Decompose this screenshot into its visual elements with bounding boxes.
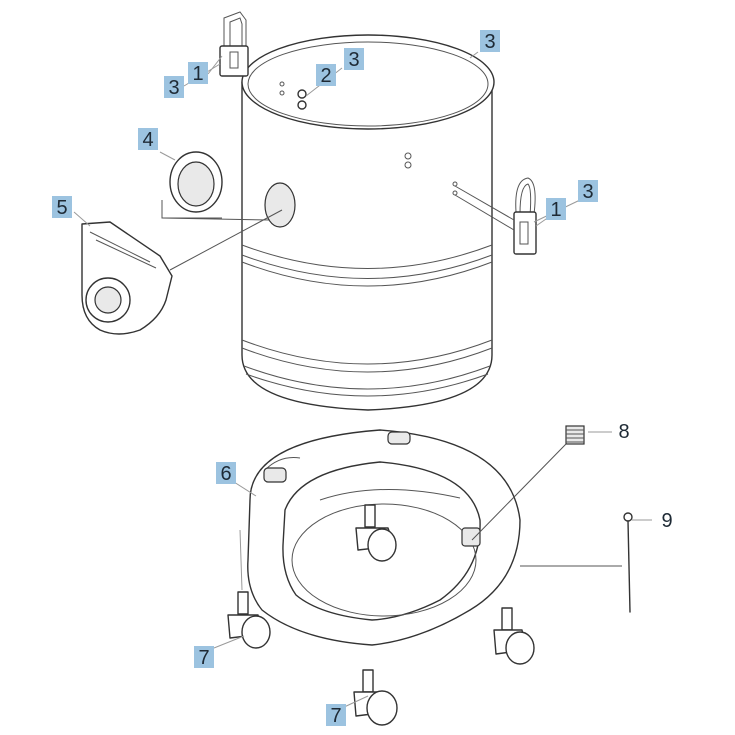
- callout-label: 3: [348, 49, 359, 71]
- callout-label: 3: [484, 31, 495, 53]
- drum: [241, 34, 495, 411]
- latch-left: [219, 11, 249, 77]
- callout-7-left: 7: [194, 646, 214, 669]
- callout-label: 6: [220, 463, 231, 485]
- callout-3-right: 3: [578, 180, 598, 203]
- callout-4: 4: [138, 128, 158, 151]
- callout-3-drum: 3: [480, 30, 500, 53]
- callout-label: 1: [192, 63, 203, 85]
- spring-part: [471, 425, 585, 541]
- callout-label: 7: [198, 647, 209, 669]
- caster-right: [493, 607, 535, 665]
- caster-front: [353, 669, 398, 726]
- inlet-ring: [161, 151, 271, 221]
- callout-label: 3: [582, 181, 593, 203]
- callout-label: 7: [330, 705, 341, 727]
- callout-label: 4: [142, 129, 153, 151]
- callout-2: 2: [316, 64, 336, 87]
- callout-3-top: 3: [344, 48, 364, 71]
- callout-label: 1: [550, 199, 561, 221]
- callout-7-front: 7: [326, 704, 346, 727]
- callout-5: 5: [52, 196, 72, 219]
- washer-part: [297, 89, 307, 110]
- caster-left: [227, 591, 271, 649]
- callout-8: 8: [618, 421, 629, 443]
- latch-right: [454, 177, 537, 255]
- callout-6: 6: [216, 462, 236, 485]
- callout-1-right: 1: [546, 198, 566, 221]
- callout-label: 5: [56, 197, 67, 219]
- callout-9: 9: [661, 510, 672, 532]
- caster-inner: [355, 504, 397, 562]
- callout-1-left: 1: [188, 62, 208, 85]
- callout-label: 2: [320, 65, 331, 87]
- cable-tie: [520, 512, 633, 613]
- callout-label: 8: [618, 421, 629, 443]
- inlet-cover: [81, 209, 283, 335]
- callout-label: 9: [661, 510, 672, 532]
- callout-label: 3: [168, 77, 179, 99]
- callout-3-left-outer: 3: [164, 76, 184, 99]
